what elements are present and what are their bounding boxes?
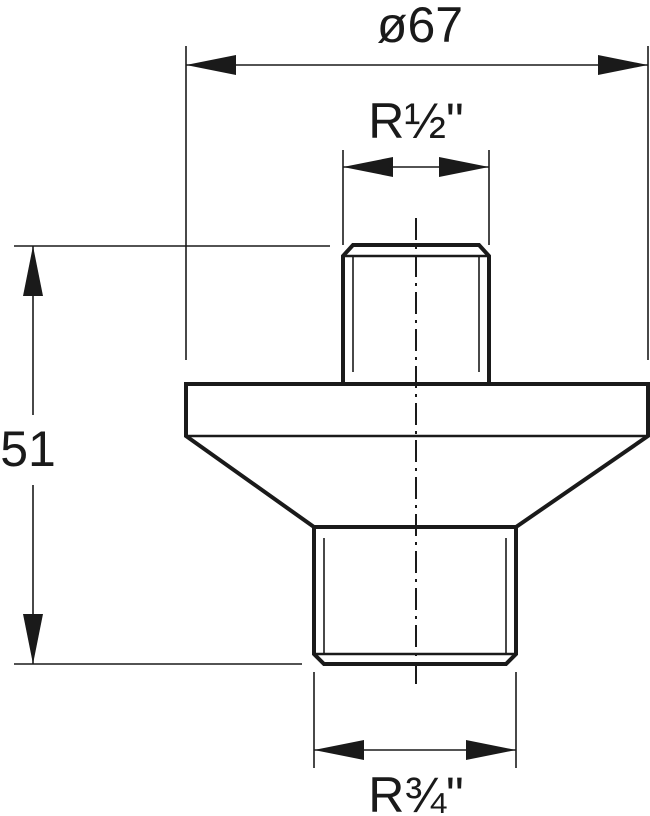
outer-diameter-dimension: ø67 [185,0,649,360]
arrowhead-bottom [23,614,43,664]
arrowhead-top [23,246,43,296]
arrowhead-right [598,55,648,75]
top-thread-dimension: R½" [342,93,490,245]
arrowhead-left [343,157,393,177]
top-nipple-outline [341,243,491,384]
outer-diameter-label: ø67 [377,0,463,53]
bottom-thread-label: R¾" [368,767,464,816]
arrowhead-left [314,740,364,760]
height-label: 51 [0,421,56,477]
bottom-thread-dimension: R¾" [313,672,517,816]
arrowhead-right [466,740,516,760]
arrowhead-left [186,55,236,75]
adapter-part [184,218,650,690]
arrowhead-right [439,157,489,177]
height-dimension: 51 [0,245,330,665]
top-thread-label: R½" [368,93,464,149]
